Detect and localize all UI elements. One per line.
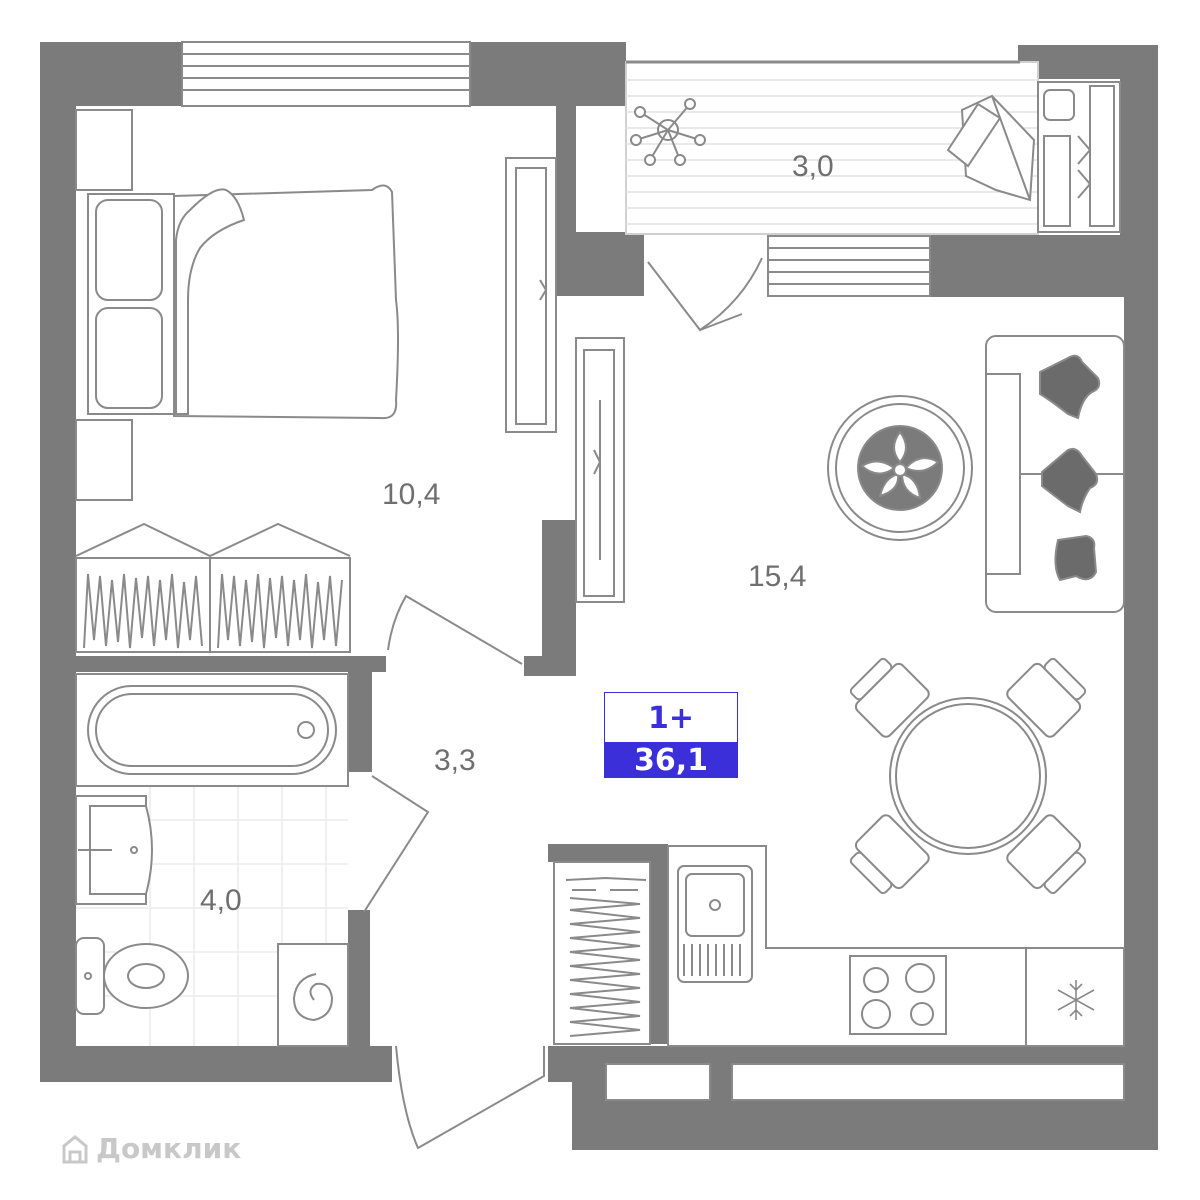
- living-tv-icon: [575, 337, 625, 603]
- dining-table-icon: [849, 657, 1087, 895]
- balcony-door-window: [767, 235, 931, 297]
- coffee-table-icon: [827, 395, 973, 541]
- watermark-text: Домклик: [96, 1132, 242, 1165]
- total-area-label: 36,1: [604, 742, 738, 778]
- stove-icon: [849, 955, 947, 1035]
- balcony-cabinet: [1037, 81, 1121, 233]
- entrance-door: [395, 1045, 545, 1150]
- room-area-hallway: 3,3: [434, 744, 476, 777]
- room-area-bedroom: 10,4: [382, 478, 440, 511]
- bedroom-door: [387, 594, 523, 665]
- apartment-badge: 1+ 36,1: [604, 692, 738, 778]
- room-count-label: 1+: [604, 692, 738, 744]
- plant-icon: [630, 98, 706, 166]
- balcony-chair-icon: [946, 94, 1036, 202]
- balcony-door: [647, 257, 763, 332]
- fridge-icon: [1057, 980, 1095, 1020]
- house-logo-icon: [62, 1134, 88, 1163]
- bedroom-tv-icon: [505, 157, 557, 433]
- toilet-icon: [75, 937, 189, 1015]
- kitchen-counter: [667, 845, 1125, 1047]
- balcony: [625, 60, 1121, 235]
- bathroom-door: [363, 775, 430, 913]
- room-area-living: 15,4: [748, 560, 806, 593]
- wardrobe-icon: [75, 522, 351, 653]
- room-area-bathroom: 4,0: [200, 884, 242, 917]
- bottom-windows: [605, 1063, 1125, 1101]
- bed-icon: [87, 184, 399, 420]
- sofa-cushions: [1039, 354, 1101, 582]
- watermark: Домклик: [60, 1132, 241, 1165]
- bathtub-icon: [75, 673, 349, 787]
- kitchen-sink-icon: [677, 865, 753, 983]
- top-window: [181, 41, 471, 107]
- kitchen-cabinet: [553, 861, 651, 1045]
- sink-icon: [75, 795, 153, 905]
- bedroom: [75, 109, 133, 501]
- room-area-balcony: 3,0: [792, 150, 834, 183]
- washing-machine-icon: [277, 943, 349, 1047]
